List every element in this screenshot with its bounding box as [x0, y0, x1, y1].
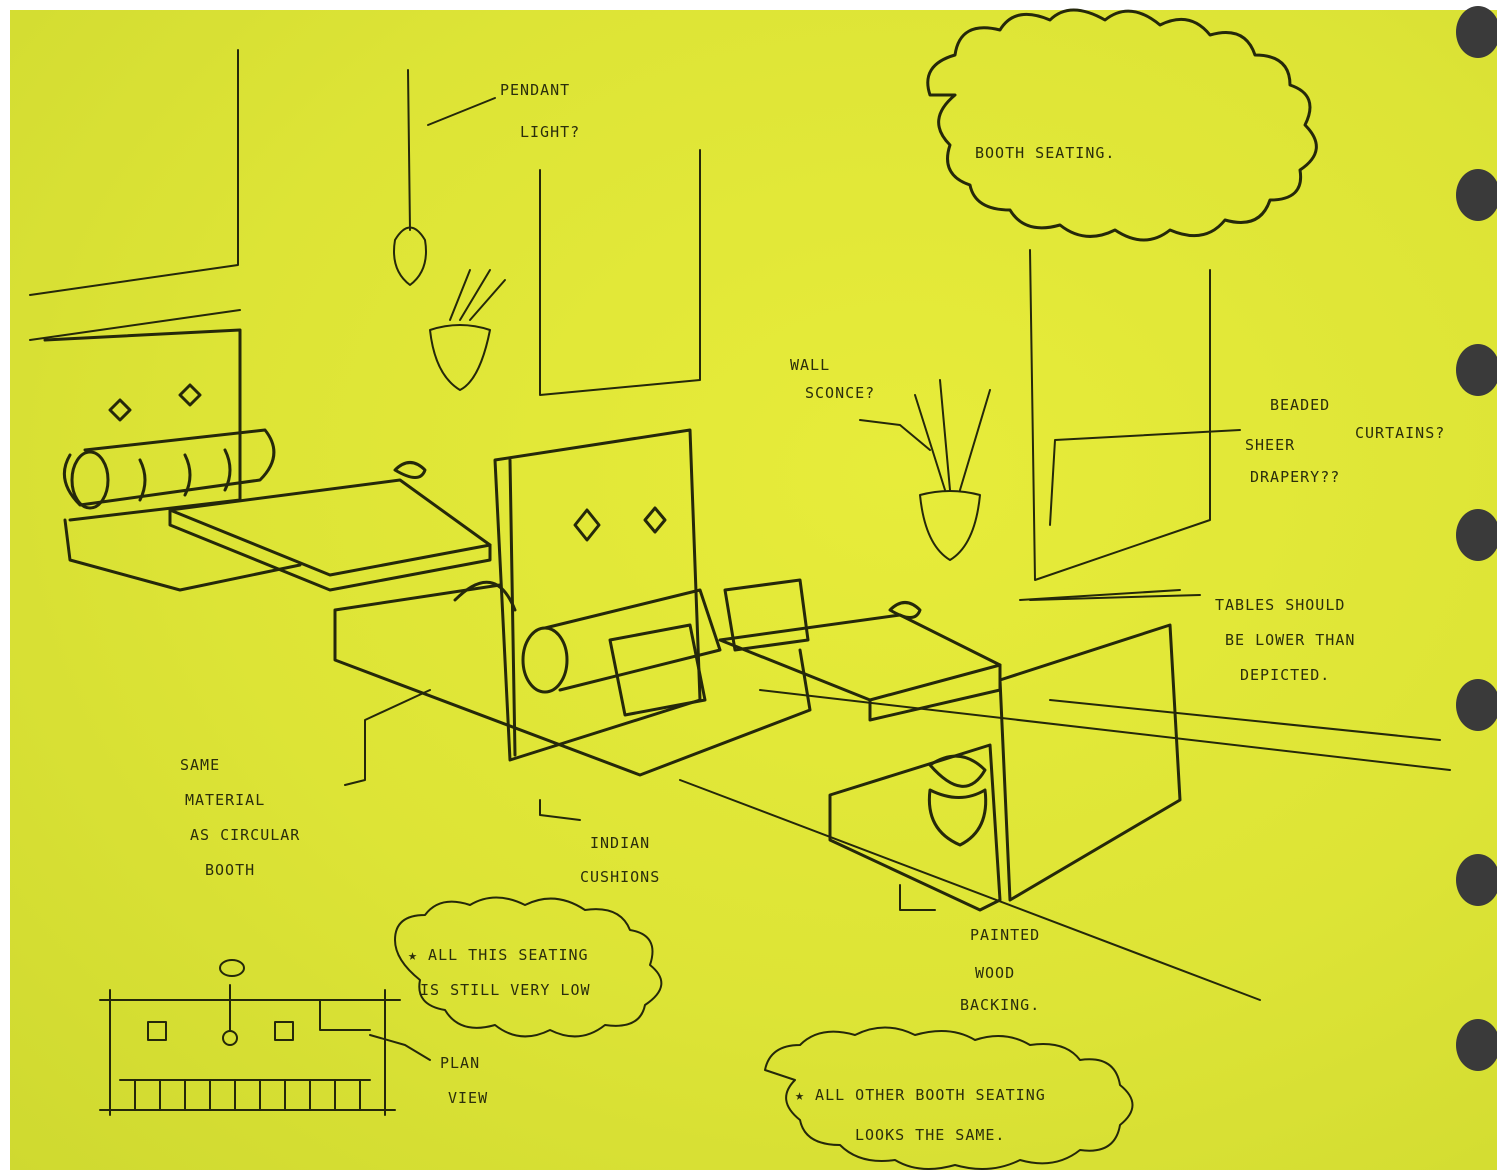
binder-ring-icon: [1456, 854, 1497, 906]
svg-text:SHEER: SHEER: [1245, 436, 1295, 454]
note-2-text: ★ ALL OTHER BOOTH SEATING LOOKS THE SAME…: [795, 1086, 1046, 1144]
svg-text:LIGHT?: LIGHT?: [520, 123, 580, 141]
svg-text:INDIAN: INDIAN: [590, 834, 650, 852]
svg-text:LOOKS THE SAME.: LOOKS THE SAME.: [855, 1126, 1005, 1144]
note-1-cloud: [395, 898, 661, 1037]
pendant-light-drawing: [394, 70, 505, 390]
svg-text:PENDANT: PENDANT: [500, 81, 570, 99]
plan-view-diagram: [100, 960, 400, 1115]
svg-text:DRAPERY??: DRAPERY??: [1250, 468, 1340, 486]
svg-text:MATERIAL: MATERIAL: [185, 791, 265, 809]
svg-text:CURTAINS?: CURTAINS?: [1355, 424, 1445, 442]
binder-ring-icon: [1456, 1019, 1497, 1071]
binder-ring-icon: [1456, 344, 1497, 396]
label-tables-note: TABLES SHOULD BE LOWER THAN DEPICTED.: [1215, 596, 1355, 684]
svg-text:VIEW: VIEW: [448, 1089, 488, 1107]
label-painted-wood: PAINTED WOOD BACKING.: [960, 926, 1040, 1014]
binder-ring-icon: [1456, 509, 1497, 561]
svg-text:PLAN: PLAN: [440, 1054, 480, 1072]
label-beaded-curtains: BEADED CURTAINS?: [1270, 396, 1445, 442]
svg-text:CUSHIONS: CUSHIONS: [580, 868, 660, 886]
svg-text:BACKING.: BACKING.: [960, 996, 1040, 1014]
svg-text:BE LOWER THAN: BE LOWER THAN: [1225, 631, 1355, 649]
label-indian-cushions: INDIAN CUSHIONS: [580, 834, 660, 886]
title-text: BOOTH SEATING.: [975, 144, 1115, 162]
label-sheer-drapery: SHEER DRAPERY??: [1245, 436, 1340, 486]
right-booth-drawing: [830, 625, 1180, 910]
svg-text:IS STILL VERY LOW: IS STILL VERY LOW: [420, 981, 591, 999]
svg-text:SAME: SAME: [180, 756, 220, 774]
svg-text:★ ALL OTHER BOOTH SEATING: ★ ALL OTHER BOOTH SEATING: [795, 1086, 1046, 1104]
label-plan-view: PLAN VIEW: [440, 1054, 488, 1107]
label-wall-sconce: WALL SCONCE?: [790, 356, 875, 402]
left-booth-drawing: [45, 330, 300, 590]
title-cloud: [928, 10, 1317, 240]
svg-text:AS CIRCULAR: AS CIRCULAR: [190, 826, 300, 844]
label-same-material: SAME MATERIAL AS CIRCULAR BOOTH: [180, 756, 300, 879]
svg-text:BEADED: BEADED: [1270, 396, 1330, 414]
binder-ring-icon: [1456, 169, 1497, 221]
left-table-drawing: [170, 463, 490, 591]
binder-rings: [1456, 6, 1497, 1071]
svg-text:WOOD: WOOD: [975, 964, 1015, 982]
binder-ring-icon: [1456, 679, 1497, 731]
svg-text:SCONCE?: SCONCE?: [805, 384, 875, 402]
svg-text:PAINTED: PAINTED: [970, 926, 1040, 944]
svg-text:BOOTH: BOOTH: [205, 861, 255, 879]
center-booth-drawing: [335, 430, 810, 775]
label-pendant-light: PENDANT LIGHT?: [500, 81, 580, 141]
note-1-text: ★ ALL THIS SEATING IS STILL VERY LOW: [408, 946, 591, 999]
svg-text:TABLES SHOULD: TABLES SHOULD: [1215, 596, 1345, 614]
svg-text:★ ALL THIS SEATING: ★ ALL THIS SEATING: [408, 946, 589, 964]
svg-text:DEPICTED.: DEPICTED.: [1240, 666, 1330, 684]
binder-ring-icon: [1456, 6, 1497, 58]
wall-sconce-drawing: [860, 380, 990, 560]
svg-text:WALL: WALL: [790, 356, 830, 374]
